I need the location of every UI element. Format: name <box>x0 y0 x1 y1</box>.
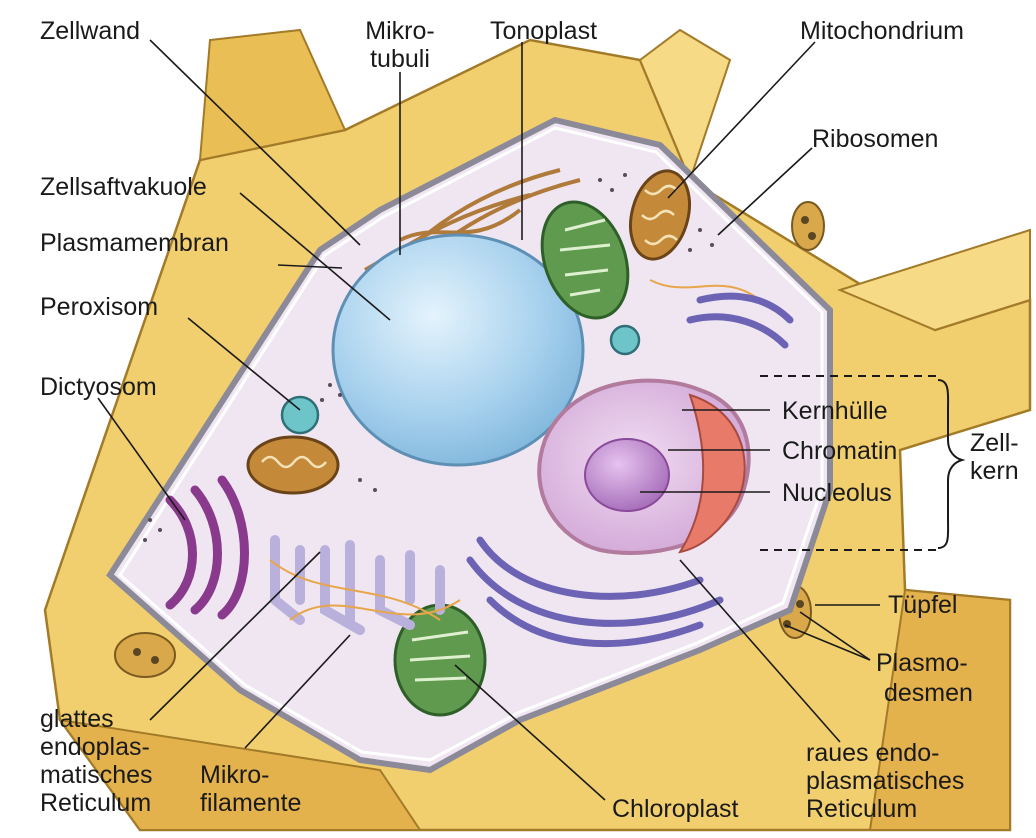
label-zellkern-2: kern <box>970 458 1019 485</box>
label-mikrofilamente-2: filamente <box>200 790 301 817</box>
label-mikrotubuli-1: Mikro- <box>355 18 445 45</box>
pit-icon <box>115 633 175 677</box>
label-zellkern-1: Zell- <box>970 430 1019 457</box>
label-chloroplast: Chloroplast <box>612 796 738 823</box>
label-raues-er-3: Reticulum <box>806 796 917 823</box>
label-plasmodesmen-2: desmen <box>884 680 973 707</box>
label-plasmodesmen-1: Plasmo- <box>876 650 968 677</box>
label-kernhuelle: Kernhülle <box>782 398 888 425</box>
label-glattes-er-1: glattes <box>40 706 114 733</box>
label-ribosomen: Ribosomen <box>812 126 938 153</box>
nucleus <box>539 381 748 553</box>
label-mitochondrium: Mitochondrium <box>800 18 964 45</box>
label-zellwand: Zellwand <box>40 18 140 45</box>
label-glattes-er-3: matisches <box>40 762 153 789</box>
label-tuepfel: Tüpfel <box>888 592 957 619</box>
label-plasmamembran: Plasmamembran <box>40 230 229 257</box>
nucleolus <box>585 439 669 511</box>
peroxisome <box>282 397 318 433</box>
label-mikrofilamente-1: Mikro- <box>200 762 269 789</box>
label-peroxisom: Peroxisom <box>40 294 158 321</box>
peroxisome <box>611 326 639 354</box>
label-nucleolus: Nucleolus <box>782 480 892 507</box>
label-mikrotubuli-2: tubuli <box>355 46 445 73</box>
pit-icon <box>792 202 824 250</box>
label-glattes-er-2: endoplas- <box>40 734 150 761</box>
label-dictyosom: Dictyosom <box>40 374 157 401</box>
label-raues-er-2: plasmatisches <box>806 768 964 795</box>
mitochondrion-lower <box>248 437 338 493</box>
label-glattes-er-4: Reticulum <box>40 790 151 817</box>
label-raues-er-1: raues endo- <box>806 740 939 767</box>
label-tonoplast: Tonoplast <box>490 18 597 45</box>
label-zellsaftvakuole: Zellsaftvakuole <box>40 174 207 201</box>
label-chromatin: Chromatin <box>782 438 897 465</box>
